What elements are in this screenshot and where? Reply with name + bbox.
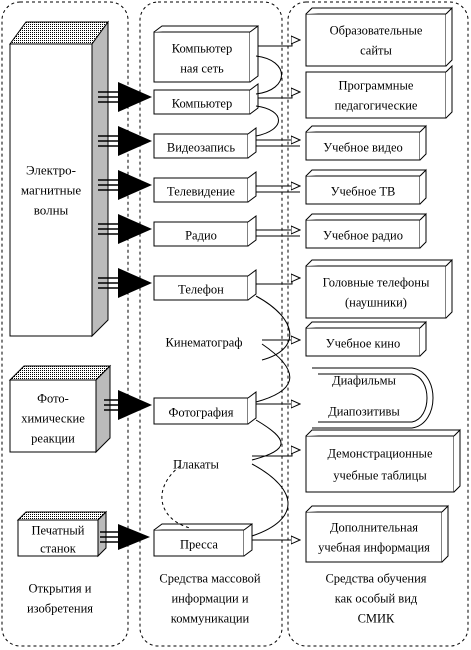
source-arrows [98, 82, 152, 550]
media-boxes [153, 25, 259, 557]
media-box-radio [153, 215, 257, 247]
block-photochemistry-3d [8, 364, 112, 454]
label-photography: Фотография [169, 405, 234, 419]
curve-net-comp [255, 55, 282, 95]
tool-box-edvideo [305, 124, 427, 161]
label-edtv: Учебное ТВ [331, 184, 396, 198]
tool-boxes [305, 6, 461, 563]
connector-phone [256, 278, 300, 285]
media-box-video [153, 127, 257, 159]
label-cinema: Кинематограф [166, 335, 243, 349]
label-edvideo: Учебное видео [323, 140, 403, 154]
column-frame-discoveries [1, 1, 129, 647]
tool-box-edradio [305, 212, 427, 249]
media-box-pressa [153, 523, 253, 557]
media-box-photography [153, 391, 257, 425]
tool-box-edcinema [305, 320, 427, 357]
label-edcinema: Учебное кино [326, 336, 401, 350]
column-frame-media [139, 1, 283, 647]
connector-net-sites [258, 40, 300, 47]
tool-box-programs [305, 64, 453, 119]
connectors [161, 40, 300, 540]
media-box-net [153, 25, 259, 83]
curve-dashed-left [161, 465, 191, 529]
block-press-3d [16, 510, 108, 558]
curve-comp-video [255, 105, 279, 137]
label-video: Видеозапись [167, 140, 235, 154]
tool-box-extra [305, 504, 449, 563]
curve-cinema-photo [255, 343, 291, 403]
curve-photo-posters [251, 419, 282, 461]
label-headphones: Головные телефоны(наушники) [323, 275, 430, 309]
tool-box-sites [305, 6, 453, 67]
label-filmstrips: Диафильмы [332, 373, 396, 387]
tool-box-tables [305, 428, 461, 493]
label-comp: Компьютер [172, 96, 232, 110]
label-pressa: Пресса [180, 537, 218, 551]
source-arrow [104, 390, 152, 420]
curve-posters-pressa [251, 463, 289, 537]
source-arrow [98, 170, 152, 200]
filmstrip-brace [312, 367, 434, 429]
source-arrow [98, 82, 152, 112]
column-frame-tools [287, 1, 469, 647]
block-electromagnetic-3d [9, 20, 109, 338]
connector-posters [252, 450, 300, 457]
label-posters: Плакаты [173, 457, 219, 471]
media-box-phone [153, 269, 257, 301]
label-phone: Телефон [178, 282, 224, 296]
source-arrow [98, 126, 152, 156]
tool-box-headphones [305, 258, 453, 319]
source-arrow [100, 524, 150, 550]
tool-box-edtv [305, 168, 427, 205]
label-slides: Диапозитивы [328, 404, 400, 418]
source-arrow [98, 214, 152, 244]
connector-comp-programs [258, 92, 300, 99]
media-box-tv [153, 171, 257, 203]
label-edradio: Учебное радио [323, 228, 403, 242]
label-radio: Радио [185, 228, 217, 242]
curve-phone-cinema [255, 295, 291, 361]
label-tv: Телевидение [167, 184, 235, 198]
source-arrow [98, 268, 152, 298]
